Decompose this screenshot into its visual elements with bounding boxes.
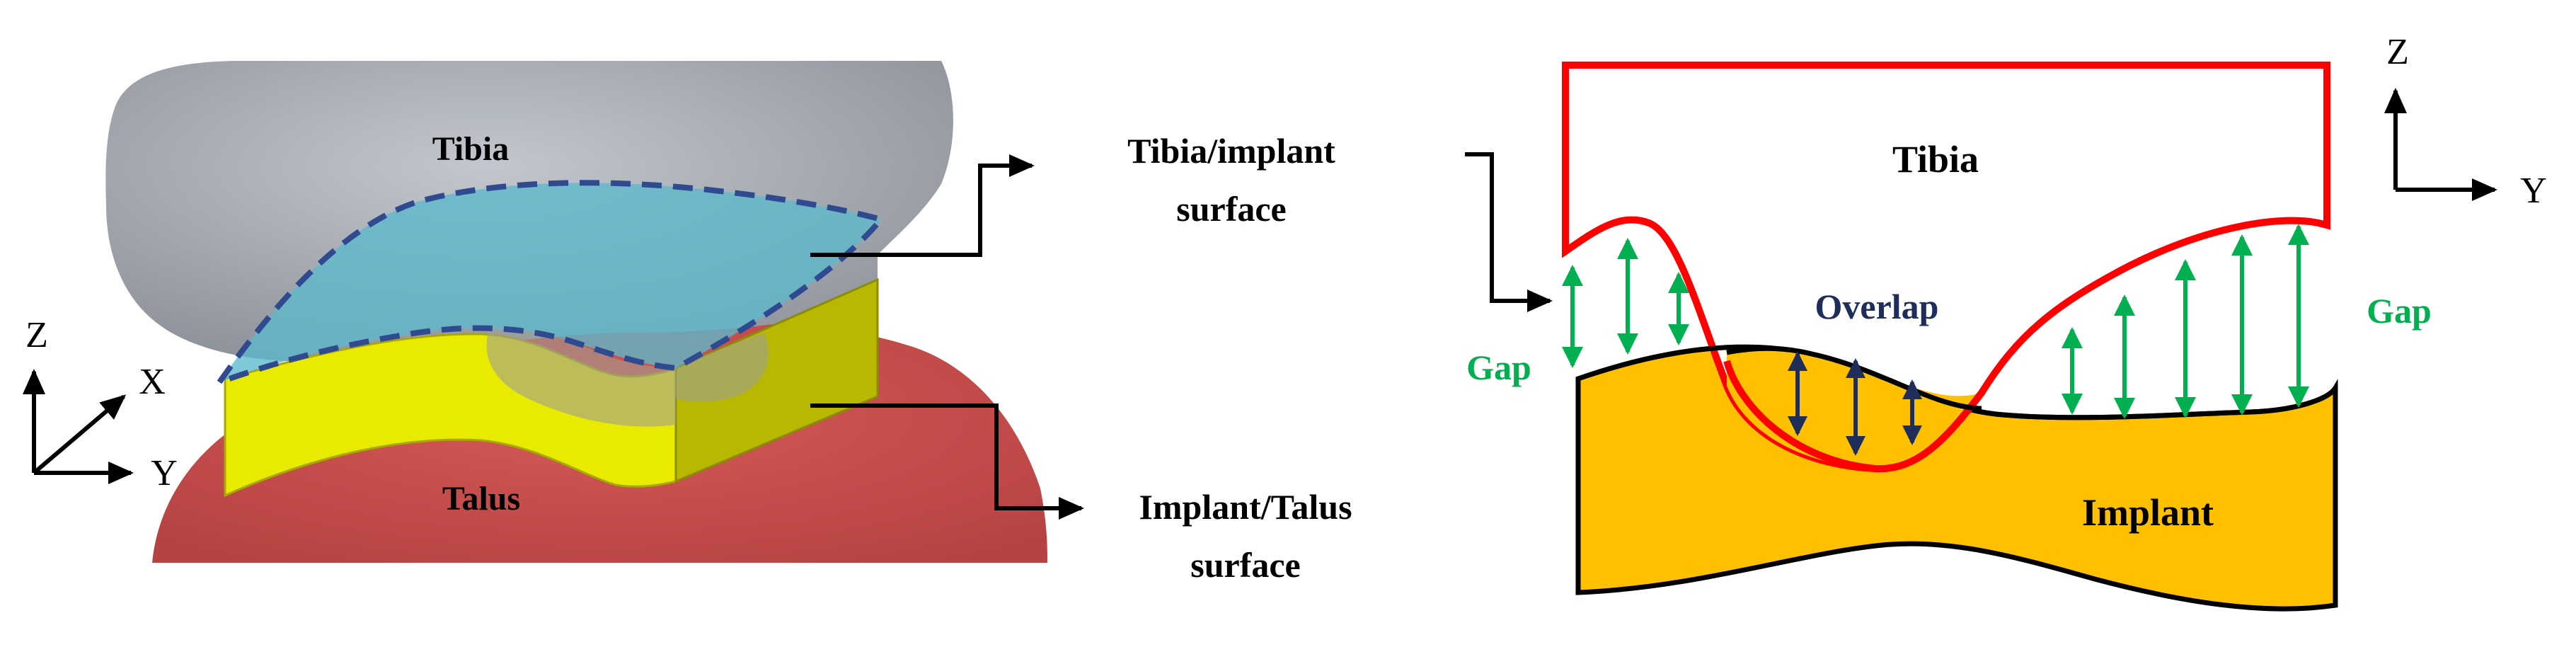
z-axis-label: Z — [2386, 32, 2409, 72]
tibia-label-3d: Tibia — [432, 130, 510, 168]
axes-triad-2d: Z Y — [2384, 32, 2547, 211]
implant-3d-side — [674, 277, 879, 483]
implant-overlap-edge — [1726, 345, 1982, 411]
z-axis-label: Z — [25, 315, 48, 355]
callout-tibia-implant: Tibia/implant surface — [810, 131, 1335, 257]
gap-arrows-left — [1562, 238, 1689, 368]
overlap-region-3d — [486, 330, 769, 427]
gap-arrows-right — [2062, 224, 2309, 419]
callout-tibia-implant-line1: Tibia/implant — [1127, 131, 1335, 171]
overlap-label: Overlap — [1815, 287, 1939, 326]
overlap-arrows — [1788, 351, 1922, 456]
y-axis-label: Y — [2520, 171, 2547, 211]
implant-top-edge — [1577, 344, 2338, 420]
tibia-overlap-edge — [1723, 360, 1984, 473]
callout-arrow-upper — [810, 154, 1035, 257]
callout-implant-talus-line1: Implant/Talus — [1139, 487, 1352, 527]
callout-tibia-implant-line2: surface — [1176, 189, 1287, 229]
contact-dashed-outline — [212, 180, 887, 388]
tibia-label-schematic: Tibia — [1892, 138, 1979, 181]
axes-triad-3d: Z X Y — [22, 315, 178, 493]
gap-label-left: Gap — [1466, 348, 1531, 387]
connector-arrow-to-schematic — [1465, 152, 1553, 312]
implant-label-schematic: Implant — [2082, 491, 2214, 534]
x-axis-label: X — [139, 362, 166, 402]
schematic-diagram: Tibia Implant Overlap Gap Gap — [1466, 62, 2432, 612]
x-axis-arrow — [33, 394, 127, 475]
y-axis-label: Y — [151, 453, 178, 493]
talus-label-3d: Talus — [442, 480, 520, 517]
gap-label-right: Gap — [2367, 291, 2432, 331]
ankle-3d-model: Tibia Talus — [105, 61, 1047, 563]
tibia-implant-contact-surface — [219, 183, 881, 382]
callout-implant-talus: Implant/Talus surface — [810, 403, 1352, 585]
callout-arrow-lower — [810, 403, 1084, 520]
callout-implant-talus-line2: surface — [1190, 545, 1301, 585]
